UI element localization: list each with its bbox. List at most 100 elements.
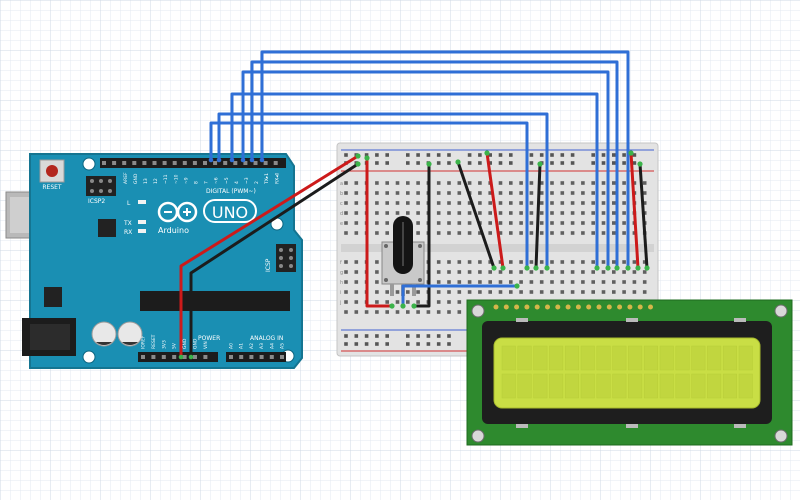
- voltage-regulator: [44, 287, 62, 307]
- wire-blue[interactable]: [209, 121, 529, 268]
- wire-red[interactable]: [485, 152, 505, 269]
- wire-endpoint: [514, 283, 520, 289]
- analog-pin-label: A2: [249, 343, 255, 349]
- wire-endpoint: [491, 265, 497, 271]
- digital-pin-label: ~5: [224, 177, 230, 184]
- breadboard-hole: [498, 280, 503, 284]
- breadboard-hole: [457, 270, 462, 274]
- breadboard-hole: [447, 270, 451, 274]
- breadboard-hole: [385, 181, 389, 185]
- breadboard-hole: [601, 211, 606, 215]
- breadboard-hole: [570, 260, 575, 264]
- breadboard-hole: [447, 231, 451, 235]
- wire-black[interactable]: [638, 163, 649, 269]
- breadboard-hole: [581, 270, 585, 274]
- header-pin: [142, 161, 147, 165]
- header-pin: [259, 355, 264, 359]
- led-rx-label: RX: [124, 229, 132, 236]
- mounting-hole: [774, 304, 788, 318]
- header-pin: [141, 355, 145, 359]
- breadboard-hole: [591, 201, 595, 205]
- capacitor: [91, 321, 117, 347]
- wire-black[interactable]: [534, 163, 542, 269]
- rail-hole: [632, 153, 637, 157]
- breadboard-hole: [601, 270, 606, 274]
- rail-hole: [375, 153, 379, 157]
- breadboard-hole: [406, 181, 410, 185]
- lcd-char-cell: [659, 345, 674, 371]
- wire-black[interactable]: [414, 164, 431, 308]
- wire-blue-contrast[interactable]: [401, 284, 517, 306]
- lcd-char-cell: [675, 345, 690, 371]
- rail-hole: [385, 342, 389, 346]
- breadboard-hole: [519, 201, 523, 205]
- header-pin: [192, 161, 197, 165]
- breadboard-hole: [550, 270, 554, 274]
- wire-blue[interactable]: [230, 92, 599, 268]
- breadboard-hole: [612, 221, 616, 225]
- breadboard-hole: [395, 290, 400, 294]
- header-pin: [233, 161, 238, 165]
- wire-black-gnd[interactable]: [189, 162, 359, 357]
- wire-blue[interactable]: [241, 70, 610, 268]
- breadboard-hole: [447, 290, 451, 294]
- header-pin: [172, 355, 177, 359]
- breadboard-hole: [591, 231, 595, 235]
- breadboard-hole: [354, 270, 359, 274]
- breadboard-hole: [529, 181, 534, 185]
- breadboard-hole: [416, 201, 420, 205]
- rail-hole: [467, 153, 472, 157]
- power-header: [138, 352, 218, 362]
- wire-blue[interactable]: [250, 60, 619, 268]
- rail-hole: [375, 334, 379, 338]
- lcd-char-cell: [549, 345, 564, 371]
- breadboard-hole: [478, 211, 482, 215]
- header-pin: [273, 161, 278, 165]
- header-pin: [203, 161, 207, 165]
- breadboard-hole: [436, 201, 441, 205]
- breadboard-hole: [642, 290, 647, 294]
- wire-red[interactable]: [365, 158, 392, 308]
- breadboard-hole: [447, 211, 451, 215]
- digital-pin-label: ~9: [183, 177, 189, 184]
- wire-black[interactable]: [456, 161, 496, 269]
- wire-blue[interactable]: [217, 112, 549, 268]
- breadboard-hole: [498, 201, 503, 205]
- wire-blue[interactable]: [260, 50, 630, 268]
- breadboard-hole: [478, 260, 482, 264]
- led-l-label: L: [127, 200, 131, 207]
- breadboard-hole: [498, 270, 503, 274]
- row-letter: i: [340, 290, 341, 296]
- rail-hole: [447, 342, 451, 346]
- breadboard-hole: [344, 181, 348, 185]
- rail-hole: [436, 334, 441, 338]
- breadboard-hole: [344, 290, 348, 294]
- header-pin: [152, 161, 157, 165]
- breadboard-hole: [560, 201, 565, 205]
- rail-hole: [385, 153, 389, 157]
- breadboard-hole: [529, 191, 534, 195]
- breadboard-hole: [354, 260, 359, 264]
- lcd-char-cell: [501, 345, 516, 371]
- breadboard-hole: [467, 270, 472, 274]
- lcd-char-cell: [722, 345, 737, 371]
- header-pin: [182, 161, 187, 165]
- lcd-pin: [493, 304, 499, 310]
- rail-hole: [406, 153, 410, 157]
- rail-hole: [426, 342, 431, 346]
- header-pin: [263, 161, 268, 165]
- mounting-hole: [471, 429, 485, 443]
- breadboard-hole: [570, 231, 575, 235]
- wire-red[interactable]: [629, 152, 640, 269]
- breadboard-hole: [570, 211, 575, 215]
- wire-red-5v[interactable]: [179, 154, 359, 357]
- breadboard-hole: [375, 211, 379, 215]
- breadboard-hole: [529, 231, 534, 235]
- breadboard-hole: [344, 191, 348, 195]
- breadboard-hole: [601, 290, 606, 294]
- rail-hole: [375, 342, 379, 346]
- rail-hole: [364, 342, 369, 346]
- breadboard-hole: [612, 260, 616, 264]
- lcd-char-cell: [533, 373, 548, 399]
